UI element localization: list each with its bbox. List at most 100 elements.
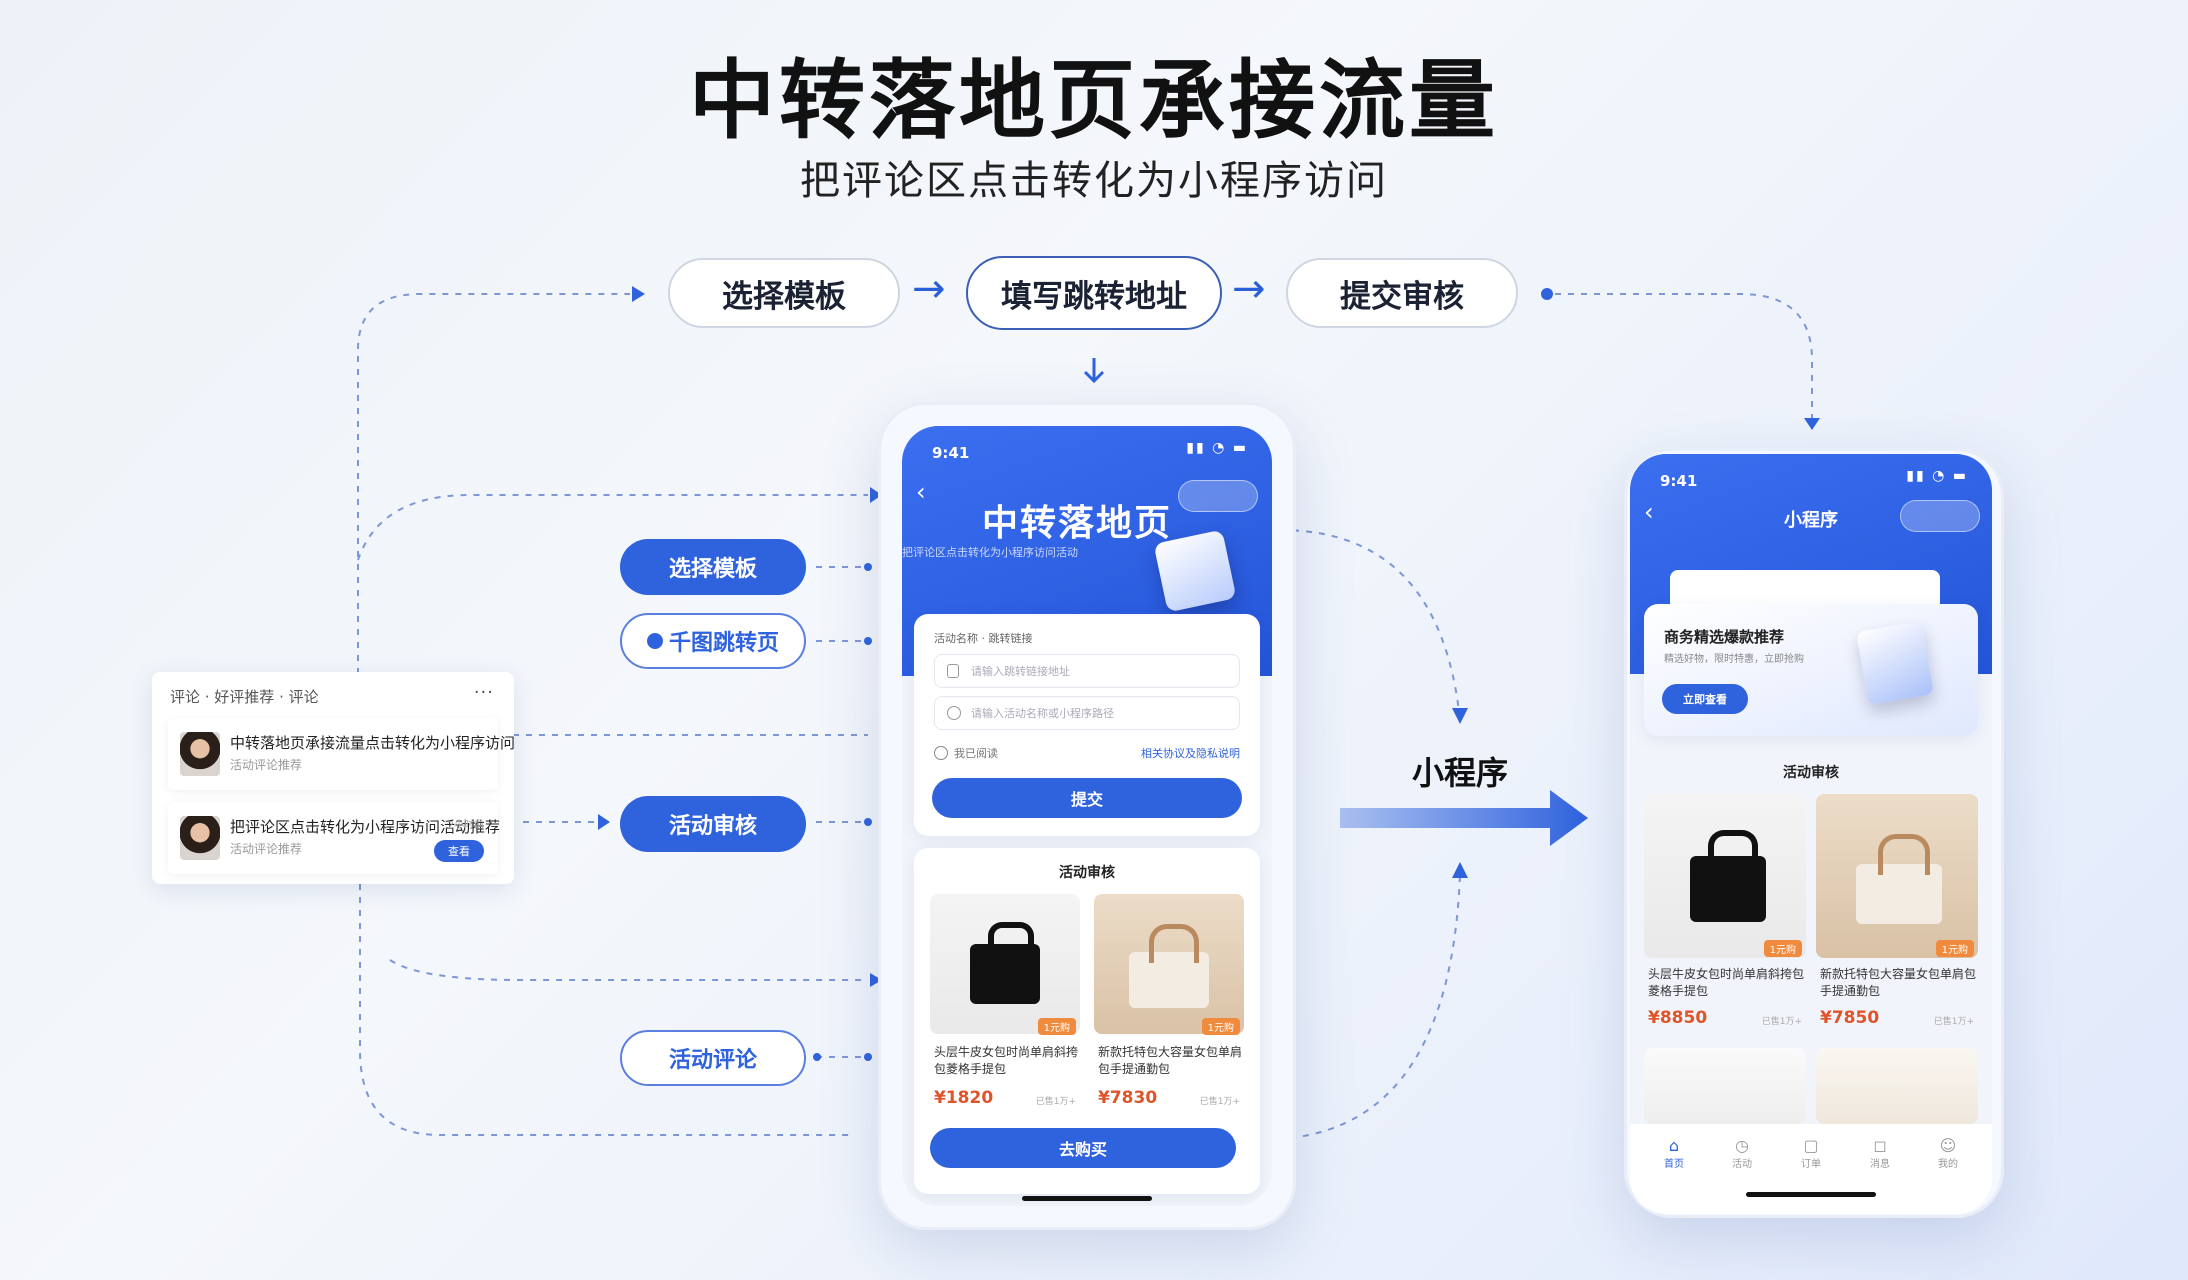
- arrow-right-icon: →: [912, 266, 946, 312]
- products-card: 活动审核 1元购 头层牛皮女包时尚单肩斜挎包菱格手提包 ¥1820 已售1万+ …: [914, 848, 1260, 1194]
- tab-orders[interactable]: ▢ 订单: [1791, 1136, 1831, 1170]
- product-sold: 已售1万+: [1761, 1017, 1802, 1027]
- link-input[interactable]: 请输入跳转链接地址: [934, 654, 1240, 688]
- clock-icon: ◷: [1735, 1136, 1749, 1155]
- capsule-menu[interactable]: [1900, 500, 1980, 532]
- agree-link[interactable]: 相关协议及隐私说明: [1141, 747, 1240, 760]
- product-card[interactable]: 1元购 新款托特包大容量女包单肩包手提通勤包 ¥7830 已售1万+: [1094, 894, 1244, 1114]
- tab-bar: ⌂ 首页 ◷ 活动 ▢ 订单 ◻ 消息 ☺ 我的: [1630, 1124, 1992, 1214]
- mini-program-phone: 9:41 ▮▮ ◔ ▬ ‹ 小程序 商务精选爆款推荐 精选好物，限时特惠，立即抢…: [1624, 448, 2004, 1218]
- comment-card-header: 评论 · 好评推荐 · 评论: [170, 688, 319, 706]
- arrow-right-icon: →: [1232, 266, 1266, 312]
- product-title: 头层牛皮女包时尚单肩斜挎包菱格手提包: [1648, 967, 1805, 998]
- back-icon[interactable]: ‹: [1644, 498, 1654, 526]
- side-button-comment[interactable]: 活动评论: [620, 1030, 806, 1086]
- section-title: 活动审核: [1059, 865, 1115, 881]
- mini-program-label: 小程序: [1412, 754, 1509, 792]
- product-tag: 1元购: [1201, 1018, 1240, 1035]
- flow-step-select-template[interactable]: 选择模板: [668, 258, 900, 328]
- tab-profile[interactable]: ☺ 我的: [1928, 1136, 1968, 1170]
- product-sold: 已售1万+: [1933, 1017, 1974, 1027]
- name-input[interactable]: 请输入活动名称或小程序路径: [934, 696, 1240, 730]
- form-card: 活动名称 · 跳转链接 请输入跳转链接地址 请输入活动名称或小程序路径 我已阅读…: [914, 614, 1260, 836]
- more-icon[interactable]: ···: [473, 682, 494, 703]
- document-illustration-icon: [1153, 529, 1237, 613]
- product-preview: [1644, 1048, 1806, 1124]
- page-title: 中转落地页承接流量: [689, 51, 1499, 151]
- avatar: [180, 732, 220, 776]
- tab-label: 消息: [1870, 1159, 1890, 1170]
- product-sold: 已售1万+: [1035, 1097, 1076, 1107]
- hero-subtitle: 把评论区点击转化为小程序访问活动: [902, 546, 1078, 559]
- signal-battery-icon: ▮▮ ◔ ▬: [1906, 468, 1968, 484]
- lock-icon: [947, 664, 959, 678]
- product-tag: 1元购: [1763, 940, 1802, 957]
- product-preview: [1816, 1048, 1978, 1124]
- capsule-menu[interactable]: [1178, 480, 1258, 512]
- comment-text: 把评论区点击转化为小程序访问活动推荐: [230, 818, 501, 836]
- home-indicator: [1746, 1192, 1876, 1197]
- section-title: 活动审核: [1783, 765, 1839, 781]
- user-icon: [947, 706, 961, 720]
- submit-button[interactable]: 提交: [932, 778, 1242, 818]
- product-price: ¥7850: [1820, 1008, 1880, 1028]
- comment-sub: 活动评论推荐: [230, 758, 303, 772]
- product-card[interactable]: 1元购 新款托特包大容量女包单肩包手提通勤包 ¥7850 已售1万+: [1816, 794, 1978, 1034]
- handbag-beige-image: [1816, 794, 1978, 958]
- comment-item[interactable]: 中转落地页承接流量点击转化为小程序访问 活动评论推荐: [168, 718, 515, 790]
- promo-banner: 商务精选爆款推荐 精选好物，限时特惠，立即抢购 立即查看: [1644, 604, 1978, 736]
- signal-battery-icon: ▮▮ ◔ ▬: [1186, 440, 1248, 456]
- hero-title: 中转落地页: [982, 503, 1173, 544]
- form-label: 活动名称 · 跳转链接: [934, 632, 1033, 645]
- side-button-review[interactable]: 活动审核: [620, 796, 806, 852]
- comment-item[interactable]: 把评论区点击转化为小程序访问活动推荐 活动评论推荐 2小时前 查看: [168, 802, 501, 874]
- banner-title: 商务精选爆款推荐: [1664, 628, 1785, 646]
- comment-time: 2小时前: [447, 820, 484, 831]
- product-title: 头层牛皮女包时尚单肩斜挎包菱格手提包: [934, 1045, 1079, 1076]
- status-time: 9:41: [932, 444, 970, 462]
- agree-label: 我已阅读: [954, 747, 998, 760]
- product-price: ¥1820: [934, 1088, 994, 1108]
- tab-messages[interactable]: ◻ 消息: [1860, 1136, 1900, 1170]
- flow-step-fill-address[interactable]: 填写跳转地址: [966, 256, 1222, 330]
- tab-label: 活动: [1732, 1159, 1752, 1170]
- product-tag: 1元购: [1037, 1018, 1076, 1035]
- tab-label: 订单: [1801, 1159, 1821, 1170]
- status-time: 9:41: [1660, 472, 1698, 490]
- avatar: [180, 816, 220, 860]
- product-price: ¥8850: [1648, 1008, 1708, 1028]
- handbag-black-image: [1644, 794, 1806, 958]
- phone-screen: 9:41 ▮▮ ◔ ▬ ‹ 中转落地页 把评论区点击转化为小程序访问活动 活动名…: [902, 426, 1272, 1206]
- browser-bar: [1670, 570, 1940, 610]
- order-icon: ▢: [1803, 1136, 1819, 1155]
- arrow-head: [632, 286, 645, 302]
- side-button-select-template[interactable]: 选择模板: [620, 539, 806, 595]
- landing-page-phone: 9:41 ▮▮ ◔ ▬ ‹ 中转落地页 把评论区点击转化为小程序访问活动 活动名…: [878, 402, 1296, 1230]
- tab-home[interactable]: ⌂ 首页: [1654, 1136, 1694, 1170]
- user-icon: ☺: [1939, 1136, 1957, 1155]
- banner-button[interactable]: 立即查看: [1662, 684, 1748, 714]
- handbag-black-image: [930, 894, 1080, 1034]
- banner-subtitle: 精选好物，限时特惠，立即抢购: [1664, 654, 1804, 665]
- comment-text: 中转落地页承接流量点击转化为小程序访问: [230, 734, 516, 752]
- side-button-jump-page[interactable]: 千图跳转页: [620, 613, 806, 669]
- connector-path: [357, 494, 868, 561]
- message-icon: ◻: [1873, 1136, 1887, 1155]
- product-card[interactable]: 1元购 头层牛皮女包时尚单肩斜挎包菱格手提包 ¥1820 已售1万+: [930, 894, 1080, 1114]
- comment-card: 评论 · 好评推荐 · 评论 ··· 中转落地页承接流量点击转化为小程序访问 活…: [152, 672, 515, 884]
- comment-view-button[interactable]: 查看: [434, 840, 484, 862]
- phone-screen: 9:41 ▮▮ ◔ ▬ ‹ 小程序 商务精选爆款推荐 精选好物，限时特惠，立即抢…: [1630, 454, 1992, 1214]
- buy-button[interactable]: 去购买: [930, 1128, 1236, 1168]
- tab-activity[interactable]: ◷ 活动: [1722, 1136, 1762, 1170]
- flow-step-submit-review[interactable]: 提交审核: [1286, 258, 1518, 328]
- back-icon[interactable]: ‹: [916, 478, 926, 506]
- connector-path: [357, 293, 630, 700]
- agree-checkbox[interactable]: [934, 746, 948, 760]
- product-price: ¥7830: [1098, 1088, 1158, 1108]
- product-card[interactable]: 1元购 头层牛皮女包时尚单肩斜挎包菱格手提包 ¥8850 已售1万+: [1644, 794, 1806, 1034]
- big-arrow: [1340, 790, 1588, 846]
- document-illustration-icon: [1856, 620, 1934, 706]
- globe-icon: [646, 633, 663, 649]
- tab-label: 首页: [1664, 1159, 1684, 1170]
